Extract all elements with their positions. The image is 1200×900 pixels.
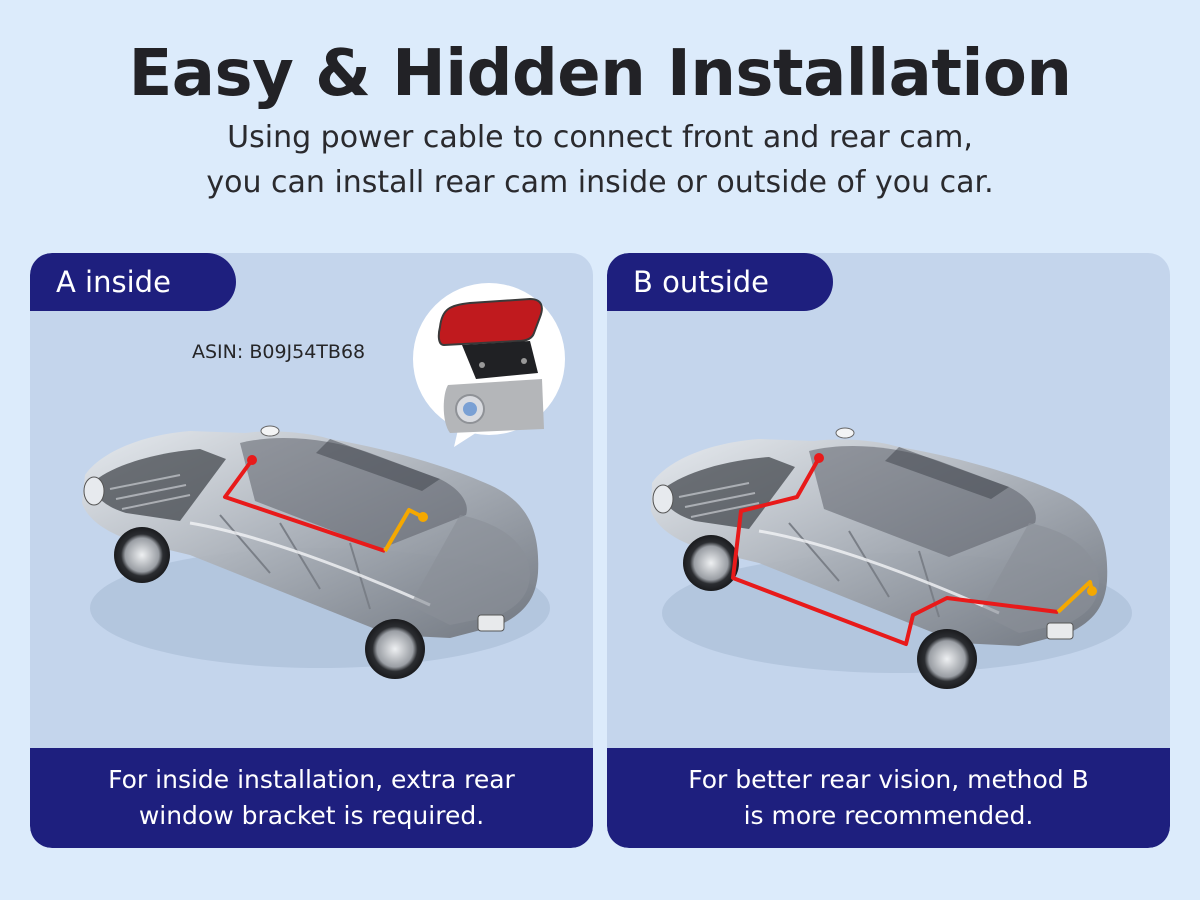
front-wheel-icon xyxy=(114,527,170,583)
red-cable-route xyxy=(223,458,386,553)
rear-cam-dot-icon xyxy=(1087,586,1097,596)
panel-outside-installation: B outside For better rear vision, method… xyxy=(607,253,1170,848)
asin-label: ASIN: B09J54TB68 xyxy=(192,341,366,363)
caption-outside-line-1: For better rear vision, method B xyxy=(688,765,1089,794)
mount-icon xyxy=(462,341,538,379)
car-illustration-outside xyxy=(651,427,1132,689)
caption-inside-line-1: For inside installation, extra rear xyxy=(108,765,515,794)
front-cam-dot-icon xyxy=(247,455,257,465)
subtitle-line-2: you can install rear cam inside or outsi… xyxy=(206,165,994,200)
orange-cable-route xyxy=(383,508,424,553)
caption-outside: For better rear vision, method B is more… xyxy=(607,748,1170,848)
rear-cam-dot-icon xyxy=(418,512,428,522)
subtitle-line-1: Using power cable to connect front and r… xyxy=(227,120,973,155)
car-body-icon xyxy=(651,427,1108,646)
tab-a-inside: A inside xyxy=(30,253,236,311)
car-illustration-inside xyxy=(82,283,565,679)
bracket-speech-bubble xyxy=(413,283,565,447)
tab-b-outside: B outside xyxy=(607,253,833,311)
caption-outside-line-2: is more recommended. xyxy=(743,801,1034,830)
adhesive-pad-icon xyxy=(437,297,543,347)
rear-wheel-icon xyxy=(365,619,425,679)
car-body-icon xyxy=(82,425,539,638)
caption-inside: For inside installation, extra rear wind… xyxy=(30,748,593,848)
front-wheel-icon xyxy=(683,535,739,591)
page-title: Easy & Hidden Installation xyxy=(128,37,1072,111)
panel-inside-installation: ASIN: B09J54TB68 A inside For inside ins… xyxy=(30,253,593,848)
front-cam-dot-icon xyxy=(814,453,824,463)
caption-inside-line-2: window bracket is required. xyxy=(138,801,485,830)
red-cable-route xyxy=(731,457,1059,646)
rear-wheel-icon xyxy=(917,629,977,689)
